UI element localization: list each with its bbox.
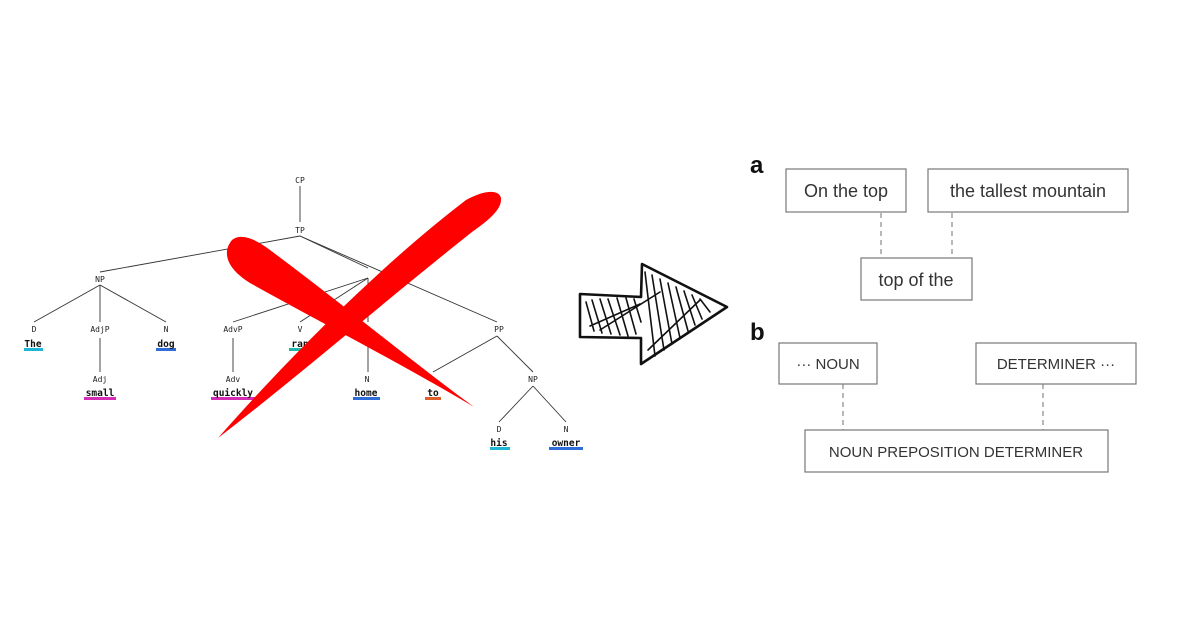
node-tp: TP — [295, 226, 305, 235]
tree-edge — [33, 284, 101, 323]
panel-a-letter: a — [750, 152, 764, 179]
word-his: his — [490, 438, 507, 449]
node-v: V — [298, 325, 303, 334]
tree-edge — [99, 284, 167, 323]
node-n-home: N — [365, 375, 370, 384]
word-underline — [549, 447, 583, 450]
tree-edge — [532, 385, 567, 423]
word-underline — [84, 397, 116, 400]
word-underline — [24, 348, 43, 351]
word-owner: owner — [552, 438, 581, 449]
tree-edge — [498, 385, 534, 423]
word-to: to — [427, 388, 439, 399]
cross-stroke-up — [218, 191, 502, 438]
box-determiner-label: DETERMINER ··· — [997, 356, 1115, 373]
box-the-tallest-mountain-label: the tallest mountain — [950, 181, 1106, 201]
word-underline — [490, 447, 510, 450]
node-advp: AdvP — [223, 325, 242, 334]
node-cp: CP — [295, 176, 305, 185]
node-pp: PP — [494, 325, 504, 334]
node-np: NP — [95, 275, 105, 284]
word-small: small — [86, 388, 115, 399]
box-noun-label: ··· NOUN — [796, 356, 859, 373]
box-top-of-the-label: top of the — [878, 270, 953, 290]
panel-b: b ··· NOUN DETERMINER ··· NOUN PREPOSITI… — [750, 319, 1137, 473]
word-underline — [156, 348, 176, 351]
panel-a: a On the top the tallest mountain top of… — [750, 152, 1129, 301]
word-underline — [211, 397, 255, 400]
node-n: N — [164, 325, 169, 334]
node-d-his: D — [497, 425, 502, 434]
word-underline — [289, 348, 311, 351]
red-cross-mark — [218, 191, 502, 438]
tree-edge — [496, 335, 534, 373]
word-the: The — [24, 339, 41, 350]
tree-edge — [432, 335, 498, 373]
word-ran: ran — [291, 339, 308, 350]
tree-edge — [99, 235, 301, 273]
word-dog: dog — [157, 339, 174, 350]
word-underline — [425, 397, 441, 400]
node-d: D — [32, 325, 37, 334]
box-on-the-top — [785, 168, 907, 213]
node-adj: Adj — [93, 375, 107, 384]
box-top-of-the — [860, 257, 973, 301]
box-noun — [778, 342, 878, 385]
word-quickly: quickly — [213, 388, 253, 399]
node-n-owner: N — [564, 425, 569, 434]
panel-b-letter: b — [750, 319, 765, 346]
word-underline — [353, 397, 380, 400]
box-on-the-top-label: On the top — [804, 181, 888, 201]
node-adjp: AdjP — [90, 325, 109, 334]
hand-drawn-right-arrow-icon — [578, 262, 729, 366]
parse-tree: CP TP NP D AdjP N AdvP V PP Adj Adv N NP… — [24, 176, 583, 450]
node-adv: Adv — [226, 375, 241, 384]
word-home: home — [355, 388, 378, 399]
box-the-tallest-mountain — [927, 168, 1129, 213]
box-noun-preposition-determiner-label: NOUN PREPOSITION DETERMINER — [829, 444, 1083, 461]
node-np-pp: NP — [528, 375, 538, 384]
box-noun-preposition-determiner — [804, 429, 1109, 473]
box-determiner — [975, 342, 1137, 385]
